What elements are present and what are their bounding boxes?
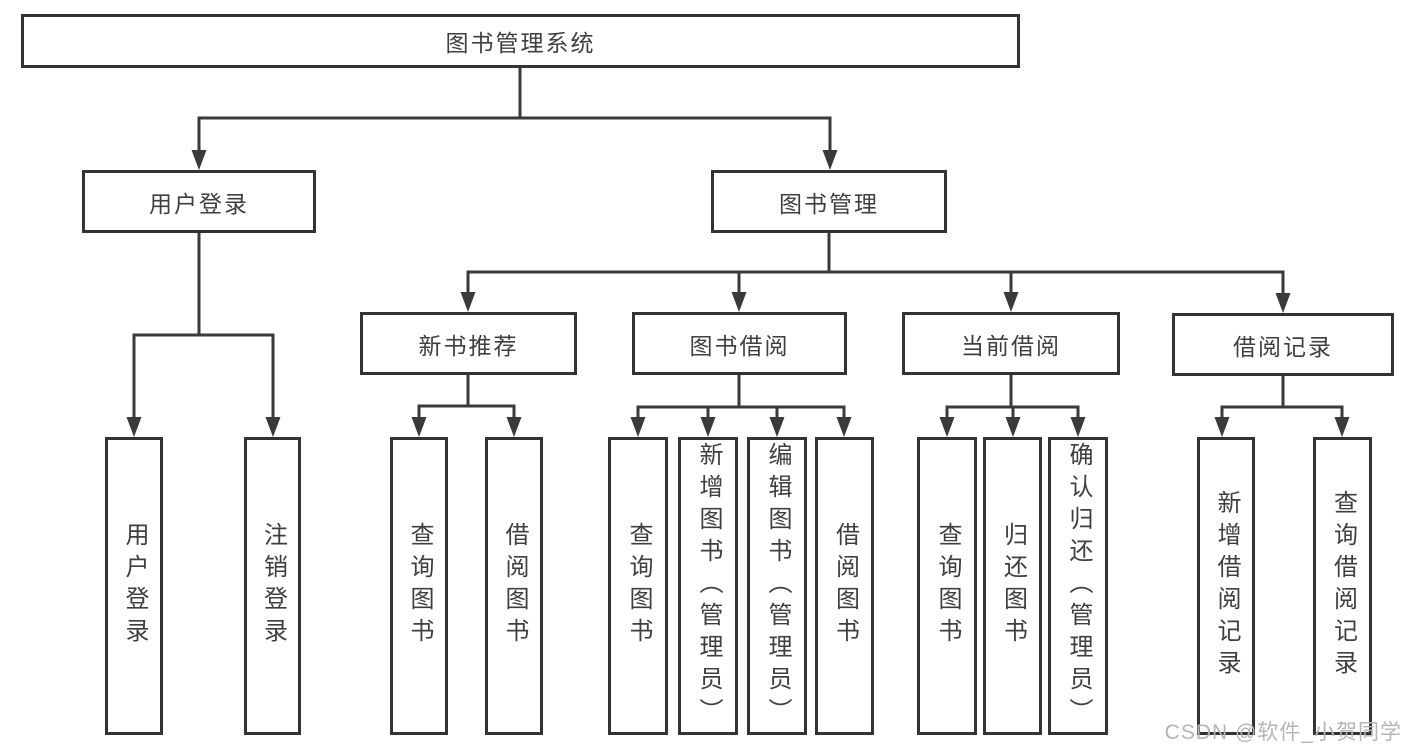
node-user-login-label: 用户登录	[149, 190, 249, 217]
leaf-logout-label: 注销登录	[259, 522, 287, 650]
leaf-records-add-record: 新增借阅记录	[1197, 437, 1255, 735]
arrowhead	[411, 417, 427, 437]
leaf-borrow-query-books: 查询图书	[608, 437, 668, 735]
node-user-login: 用户登录	[82, 170, 316, 233]
node-new-book-recommend: 新书推荐	[360, 312, 577, 375]
arrowhead	[1275, 293, 1291, 313]
arrowhead	[731, 292, 747, 312]
arrowhead	[1005, 417, 1021, 437]
arrowhead	[769, 417, 785, 437]
node-borrow-records-label: 借阅记录	[1233, 333, 1333, 360]
edges-root-to-level2	[191, 68, 838, 170]
node-current-borrow: 当前借阅	[902, 312, 1120, 375]
arrowhead	[836, 417, 852, 437]
leaf-current-query-books: 查询图书	[917, 437, 977, 735]
arrowhead	[1334, 417, 1350, 437]
arrowhead	[460, 292, 476, 312]
leaf-borrow-borrow-books-label: 借阅图书	[831, 522, 859, 650]
node-borrow-records: 借阅记录	[1172, 313, 1394, 376]
arrowhead	[1214, 417, 1230, 437]
arrowhead	[700, 417, 716, 437]
edges-records-to-leaves	[1214, 376, 1350, 437]
leaf-current-confirm-return-admin-label: 确认归还（管理员）	[1065, 442, 1092, 730]
leaf-current-return-books: 归还图书	[983, 437, 1042, 735]
arrowhead	[191, 150, 207, 170]
leaf-borrow-add-books-admin: 新增图书（管理员）	[678, 437, 738, 735]
arrowhead	[126, 417, 142, 437]
leaf-records-query-record: 查询借阅记录	[1313, 437, 1372, 735]
csdn-watermark: CSDN @软件_小贺同学	[1164, 721, 1402, 744]
leaf-recommend-borrow-books: 借阅图书	[485, 437, 543, 735]
leaf-borrow-query-books-label: 查询图书	[625, 522, 652, 650]
edges-borrow-to-leaves	[630, 375, 852, 437]
leaf-recommend-borrow-books-label: 借阅图书	[501, 522, 528, 650]
node-book-borrow: 图书借阅	[632, 312, 847, 375]
arrowhead	[506, 417, 522, 437]
node-book-management: 图书管理	[711, 170, 947, 233]
leaf-records-add-record-label: 新增借阅记录	[1213, 490, 1240, 682]
leaf-borrow-borrow-books: 借阅图书	[815, 437, 874, 735]
leaf-borrow-edit-books-admin-label: 编辑图书（管理员）	[764, 442, 791, 730]
edges-book-management-to-level3	[460, 233, 1291, 313]
leaf-logout: 注销登录	[244, 437, 301, 735]
edges-current-to-leaves	[939, 375, 1086, 437]
edges-user-login-to-leaves	[126, 233, 281, 437]
node-current-borrow-label: 当前借阅	[961, 332, 1061, 359]
arrowhead	[630, 417, 646, 437]
leaf-current-confirm-return-admin: 确认归还（管理员）	[1048, 437, 1108, 735]
leaf-user-login-label: 用户登录	[121, 522, 148, 650]
node-book-borrow-label: 图书借阅	[689, 332, 790, 359]
leaf-current-return-books-label: 归还图书	[999, 522, 1027, 650]
leaf-borrow-add-books-admin-label: 新增图书（管理员）	[695, 442, 722, 730]
leaf-records-query-record-label: 查询借阅记录	[1329, 490, 1357, 682]
leaf-borrow-edit-books-admin: 编辑图书（管理员）	[747, 437, 807, 735]
edges-recommend-to-leaves	[411, 375, 522, 437]
arrowhead	[1003, 292, 1019, 312]
arrowhead	[1070, 417, 1086, 437]
node-root-label: 图书管理系统	[445, 30, 596, 56]
leaf-current-query-books-label: 查询图书	[934, 522, 961, 650]
node-book-management-label: 图书管理	[779, 190, 879, 217]
leaf-recommend-query-books: 查询图书	[390, 437, 448, 735]
arrowhead	[265, 417, 281, 437]
node-new-book-recommend-label: 新书推荐	[418, 332, 519, 359]
arrowhead	[939, 417, 955, 437]
node-root: 图书管理系统	[21, 14, 1020, 68]
arrowhead	[822, 150, 838, 170]
leaf-recommend-query-books-label: 查询图书	[406, 522, 433, 650]
leaf-user-login: 用户登录	[105, 437, 163, 735]
